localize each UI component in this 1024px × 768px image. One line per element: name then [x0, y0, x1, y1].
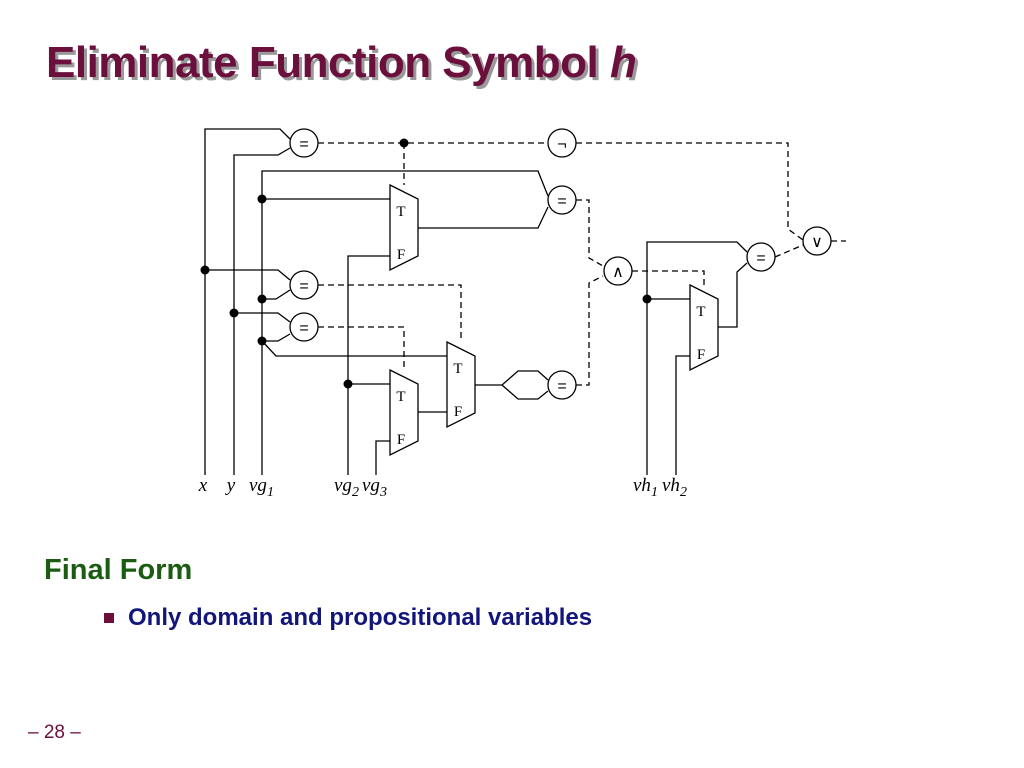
var-vh2-sub: 2 [680, 485, 687, 500]
var-vh2-name: vh [662, 475, 680, 496]
wire-mux4-out [718, 262, 748, 328]
var-vg2-label: vg2 [334, 475, 359, 500]
not-gate-label: ¬ [557, 136, 566, 153]
eq-gate-6-label: = [756, 250, 765, 267]
var-vg2-name: vg [334, 475, 352, 496]
bullet-text: Only domain and propositional variables [128, 604, 593, 631]
var-vg1-label: vg1 [249, 475, 274, 500]
eq-gate-2-label: = [557, 193, 566, 210]
dashed-select-mux4 [632, 270, 705, 285]
bullet-marker [104, 613, 114, 623]
mux-4-t-label: T [696, 304, 705, 320]
slide-title: Eliminate Function Symbol h [46, 38, 637, 88]
and-gate [603, 256, 633, 286]
var-vg1-sub: 1 [267, 485, 274, 500]
or-gate [802, 226, 832, 256]
var-vh1-label: vh1 [633, 475, 658, 500]
bullet-item: Only domain and propositional variables [104, 604, 592, 632]
var-vh1-sub: 1 [651, 485, 658, 500]
slide-title-italic: h [609, 38, 637, 87]
mux-2-t-label: T [453, 361, 462, 377]
wire-x-eq [205, 269, 291, 281]
wire-vh1 [646, 241, 748, 475]
wire-vg1-eq2 [262, 333, 291, 342]
wire-vg3 [375, 440, 390, 475]
wire-vg1-eq [262, 289, 291, 300]
dashed-eq3-and [576, 275, 604, 386]
dashed-not-or [576, 142, 804, 241]
wire-mux2-eq-top [475, 370, 549, 386]
and-gate-label: ∧ [612, 264, 624, 281]
wire-vg2 [347, 255, 390, 475]
mux-2-f-label: F [454, 404, 462, 420]
var-vg2-sub: 2 [352, 485, 359, 500]
mux-1: T F [389, 183, 419, 272]
wire-y-eq [234, 312, 291, 323]
page-number: – 28 – [28, 722, 81, 743]
mux-4: T F [689, 283, 719, 372]
not-gate [547, 128, 577, 158]
var-vh1-name: vh [633, 475, 651, 496]
wire-vg1 [261, 170, 549, 475]
dashed-eq4-or [774, 244, 804, 258]
wire-x [204, 128, 291, 475]
dashed-select-mux2 [318, 284, 462, 342]
eq-gate-3-label: = [299, 278, 308, 295]
dashed-eq2-and [576, 199, 604, 267]
var-x-label: x [198, 475, 208, 496]
eq-gate-5 [547, 370, 577, 400]
var-vg3-sub: 3 [379, 485, 387, 500]
wire-vh2 [675, 355, 690, 475]
section-heading: Final Form [44, 554, 193, 586]
or-gate-label: ∨ [811, 234, 823, 251]
wire-mux2-eq-bot [501, 384, 549, 400]
mux-4-f-label: F [697, 347, 705, 363]
mux-1-t-label: T [396, 204, 405, 220]
var-vg3-label: vg3 [362, 475, 387, 500]
eq-gate-5-label: = [557, 378, 566, 395]
junction-dots [200, 138, 652, 389]
mux-1-f-label: F [397, 247, 405, 263]
eq-gate-1 [289, 128, 319, 158]
wire-vg1-mux2 [261, 340, 447, 357]
var-vh2-label: vh2 [662, 475, 687, 500]
eq-gate-6 [746, 242, 776, 272]
var-y-label: y [225, 475, 236, 496]
slide-title-text: Eliminate Function Symbol [46, 38, 610, 87]
mux-3: T F [389, 368, 419, 457]
var-vg1-name: vg [249, 475, 267, 496]
mux-2: T F [446, 340, 476, 429]
eq-gate-3 [289, 270, 319, 300]
eq-gate-4-label: = [299, 320, 308, 337]
eq-gate-2 [547, 185, 577, 215]
dashed-select-mux3 [318, 326, 405, 370]
eq-gate-4 [289, 312, 319, 342]
mux-3-t-label: T [396, 389, 405, 405]
eq-gate-1-label: = [299, 136, 308, 153]
mux-3-f-label: F [397, 432, 405, 448]
wire-mux1-out [418, 206, 549, 229]
var-vg3-name: vg [362, 475, 380, 496]
